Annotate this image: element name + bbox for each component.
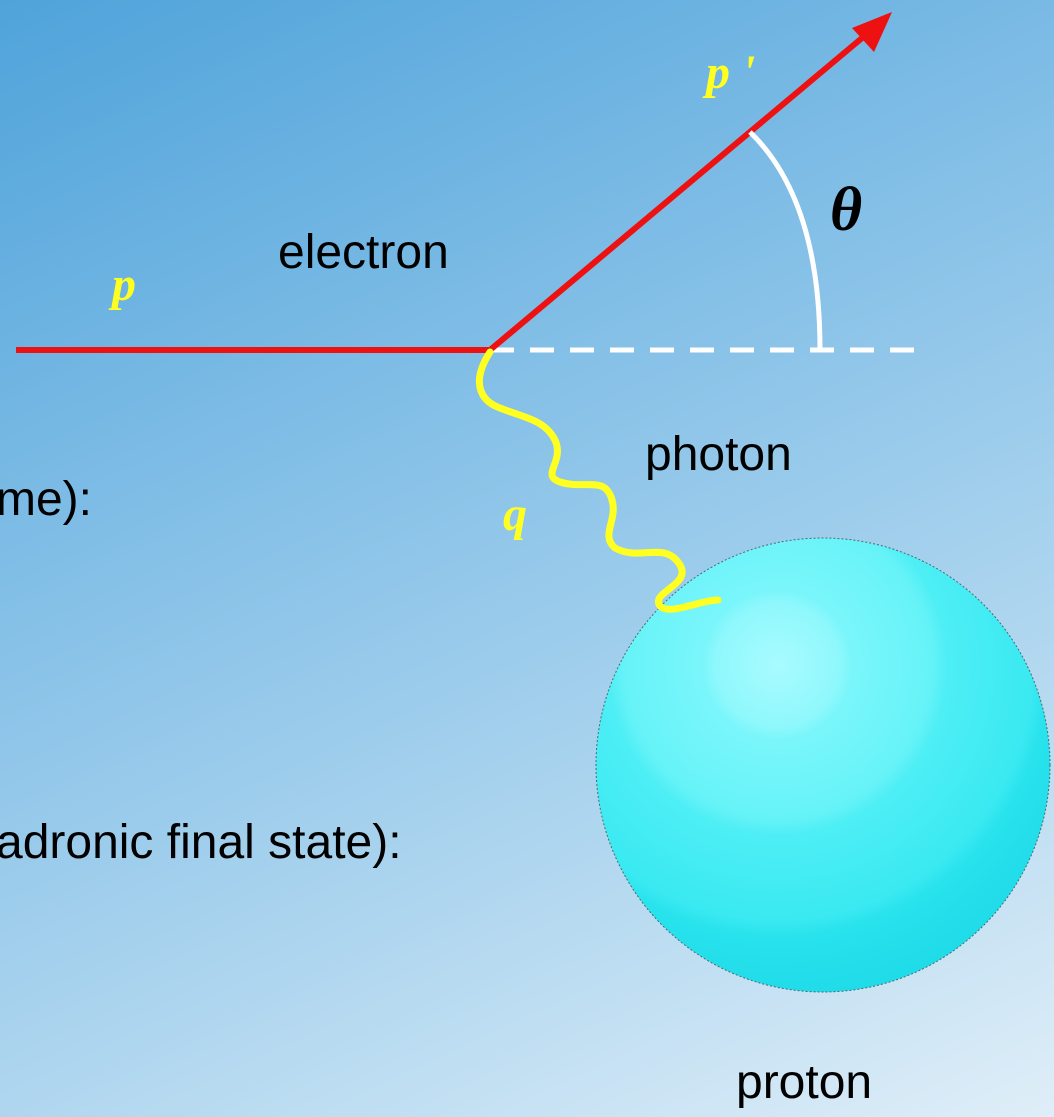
incoming-momentum-label: p xyxy=(108,258,136,311)
angle-arc xyxy=(748,130,823,351)
photon-label: photon xyxy=(645,428,792,481)
outgoing-momentum-label: p ' xyxy=(702,46,755,99)
proton-label: proton xyxy=(736,1056,872,1109)
left-text-1: me): xyxy=(0,473,92,526)
proton-sphere xyxy=(595,537,1051,993)
electron-label: electron xyxy=(278,226,449,279)
angle-label: θ xyxy=(830,176,862,244)
outgoing-electron-line xyxy=(488,35,864,353)
photon-line xyxy=(476,348,722,613)
outgoing-arrow-head xyxy=(852,12,892,52)
left-text-2: adronic final state): xyxy=(0,816,402,869)
photon-momentum-label: q xyxy=(503,488,527,541)
